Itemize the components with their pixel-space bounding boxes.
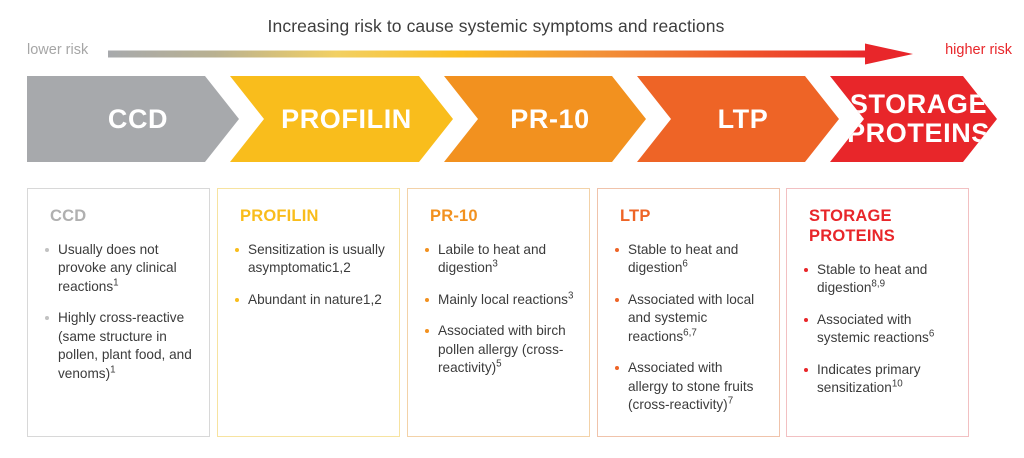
bullet-item: Mainly local reactions3 — [424, 291, 575, 309]
card-profilin-bullets: Sensitization is usually asymptomatic1,2… — [234, 241, 385, 309]
card-profilin-title: PROFILIN — [240, 207, 319, 225]
card-storage-proteins-title: STORAGE PROTEINS — [809, 207, 895, 245]
protein-detail-cards: CCD Usually does not provoke any clinica… — [27, 188, 969, 437]
bullet-item: Indicates primary sensitization10 — [803, 361, 954, 398]
chevron-pr-10-label: PR-10 — [510, 103, 590, 134]
card-profilin: PROFILIN Sensitization is usually asympt… — [217, 188, 400, 437]
bullet-item: Associated with allergy to stone fruits … — [614, 359, 765, 414]
chevron-storage-proteins-label: STORAGE PROTEINS — [847, 89, 990, 148]
protein-risk-chevron-banner: CCD PROFILIN PR-10 LTP STORAGE PROTEINS — [27, 76, 997, 162]
risk-axis: Increasing risk to cause systemic sympto… — [0, 0, 1024, 72]
card-ltp-title: LTP — [620, 207, 651, 225]
bullet-item: Stable to heat and digestion6 — [614, 241, 765, 278]
bullet-item: Usually does not provoke any clinical re… — [44, 241, 195, 296]
bullet-item: Associated with systemic reactions6 — [803, 311, 954, 348]
chevron-ltp-label: LTP — [717, 103, 769, 134]
chevron-profilin[interactable]: PROFILIN — [230, 76, 453, 162]
card-storage-proteins: STORAGE PROTEINS Stable to heat and dige… — [786, 188, 969, 437]
risk-gradient-arrow-icon — [108, 43, 913, 65]
chevron-storage-proteins[interactable]: STORAGE PROTEINS — [830, 76, 997, 162]
bullet-item: Associated with local and systemic react… — [614, 291, 765, 346]
chevron-ccd[interactable]: CCD — [27, 76, 239, 162]
bullet-item: Abundant in nature1,2 — [234, 291, 385, 309]
card-ccd-bullets: Usually does not provoke any clinical re… — [44, 241, 195, 383]
higher-risk-label: higher risk — [945, 42, 1012, 58]
bullet-item: Sensitization is usually asymptomatic1,2 — [234, 241, 385, 278]
risk-axis-title: Increasing risk to cause systemic sympto… — [267, 16, 725, 36]
chevron-ccd-label: CCD — [107, 103, 169, 134]
bullet-item: Stable to heat and digestion8,9 — [803, 261, 954, 298]
card-ccd: CCD Usually does not provoke any clinica… — [27, 188, 210, 437]
bullet-item: Labile to heat and digestion3 — [424, 241, 575, 278]
bullet-item: Associated with birch pollen allergy (cr… — [424, 322, 575, 377]
bullet-item: Highly cross-reactive (same structure in… — [44, 309, 195, 383]
card-pr-10-title: PR-10 — [430, 207, 478, 225]
card-ccd-title: CCD — [50, 207, 87, 225]
chevron-profilin-label: PROFILIN — [281, 103, 412, 134]
chevron-pr-10[interactable]: PR-10 — [444, 76, 646, 162]
lower-risk-label: lower risk — [27, 42, 89, 58]
chevron-ltp[interactable]: LTP — [637, 76, 839, 162]
